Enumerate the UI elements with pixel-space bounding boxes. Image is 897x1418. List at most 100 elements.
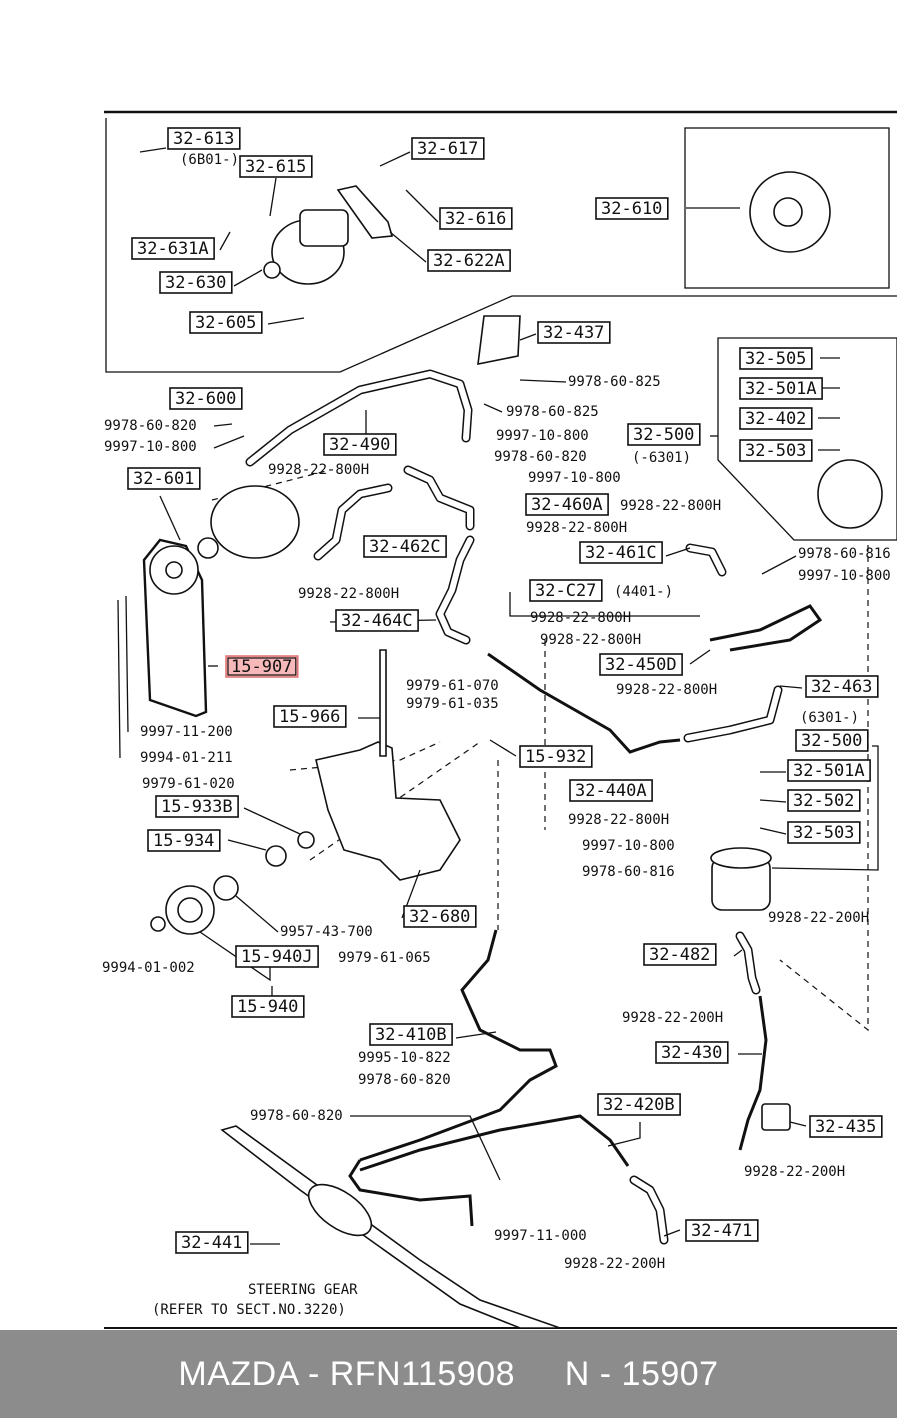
- label-box: [595, 197, 669, 220]
- inset-box-32-610: [684, 127, 890, 289]
- part-label-32-501a: 32-501A: [745, 379, 817, 399]
- label-box: [273, 705, 347, 728]
- part-label-9994-01-211: 9994-01-211: [140, 750, 233, 766]
- part-label-9979-61-020: 9979-61-020: [142, 776, 235, 792]
- part-label-32-402: 32-402: [745, 409, 806, 429]
- part-label-15-966: 15-966: [279, 707, 340, 727]
- part-label-9928-22-800h: 9928-22-800H: [616, 682, 717, 698]
- part-label-32-616: 32-616: [445, 209, 506, 229]
- label-box: [525, 493, 609, 516]
- footer-bar: MAZDA - RFN115908 N - 15907: [0, 1330, 897, 1418]
- highlight-inner-box: [227, 657, 297, 676]
- part-label-9978-60-816: 9978-60-816: [582, 864, 675, 880]
- part-label-9928-22-800h: 9928-22-800H: [530, 610, 631, 626]
- part-label-32-680: 32-680: [409, 907, 470, 927]
- part-label-32-482: 32-482: [649, 945, 710, 965]
- part-label-32-410b: 32-410B: [375, 1025, 447, 1045]
- part-label-32-617: 32-617: [417, 139, 478, 159]
- label-box: [167, 127, 241, 150]
- label-box: [795, 729, 869, 752]
- bearing: [213, 875, 239, 901]
- label-box: [529, 579, 603, 602]
- label-box: [519, 745, 593, 768]
- part-label-32-505: 32-505: [745, 349, 806, 369]
- part-labels: 32-613(6B01-)32-61532-61732-61632-631A32…: [102, 127, 891, 1318]
- bolt-15-966: [379, 649, 387, 757]
- label-box: [643, 943, 717, 966]
- part-label-9997-10-800: 9997-10-800: [104, 439, 197, 455]
- part-label-9979-61-070: 9979-61-070: [406, 678, 499, 694]
- part-label-32-615: 32-615: [245, 157, 306, 177]
- part-label-32-631a: 32-631A: [137, 239, 209, 259]
- part-label-32-502: 32-502: [793, 791, 854, 811]
- pipe-32-420b: [359, 1114, 630, 1172]
- part-label-9997-10-800: 9997-10-800: [798, 568, 891, 584]
- part-label-32-461c: 32-461C: [585, 543, 657, 563]
- reservoir-box: [717, 337, 897, 541]
- part-label-32-503: 32-503: [793, 823, 854, 843]
- part-label-32-501a: 32-501A: [793, 761, 865, 781]
- label-box: [225, 655, 299, 678]
- part-label-9928-22-200h: 9928-22-200H: [622, 1010, 723, 1026]
- part-label-9928-22-800h: 9928-22-800H: [620, 498, 721, 514]
- leader-lines: [117, 147, 879, 1245]
- part-label-9928-22-800h: 9928-22-800H: [540, 632, 641, 648]
- label-box: [537, 321, 611, 344]
- part-label-9978-60-820: 9978-60-820: [494, 449, 587, 465]
- label-box: [439, 207, 513, 230]
- label-box: [787, 821, 861, 844]
- part-label-15-934: 15-934: [153, 831, 214, 851]
- part-label-9928-22-800h: 9928-22-800H: [526, 520, 627, 536]
- part-label-32-c27: 32-C27: [535, 581, 596, 601]
- pipe-loop: [348, 1159, 474, 1227]
- part-number-caption: MAZDA - RFN115908 N - 15907: [178, 1354, 719, 1393]
- dash-a: [779, 545, 869, 1032]
- part-label-32-600: 32-600: [175, 389, 236, 409]
- spacer-15-934: [265, 845, 287, 867]
- label-box: [127, 467, 201, 490]
- part-label-refer-to-sect-no-3220: (REFER TO SECT.NO.3220): [152, 1302, 346, 1318]
- label-box: [739, 347, 813, 370]
- part-label-9978-60-820: 9978-60-820: [358, 1072, 451, 1088]
- label-box: [159, 271, 233, 294]
- pipe-32-410b: [359, 929, 558, 1162]
- pressure-switch: [761, 1103, 791, 1131]
- label-box: [569, 779, 653, 802]
- label-box: [239, 155, 313, 178]
- label-box: [369, 1023, 453, 1046]
- part-label-6301: (6301-): [800, 710, 859, 726]
- label-box: [597, 1093, 681, 1116]
- part-label-32-435: 32-435: [815, 1117, 876, 1137]
- part-label-9978-60-825: 9978-60-825: [568, 374, 661, 390]
- part-label-9928-22-800h: 9928-22-800H: [268, 462, 369, 478]
- part-label-6301: (-6301): [632, 450, 691, 466]
- part-label-6b01: (6B01-): [180, 152, 239, 168]
- part-label-9957-43-700: 9957-43-700: [280, 924, 373, 940]
- label-box: [599, 653, 683, 676]
- label-box: [579, 541, 663, 564]
- label-box: [363, 535, 447, 558]
- label-box: [411, 137, 485, 160]
- label-box: [627, 423, 701, 446]
- label-box: [235, 945, 319, 968]
- label-box: [231, 995, 305, 1018]
- nut: [150, 916, 166, 932]
- part-label-9995-10-822: 9995-10-822: [358, 1050, 451, 1066]
- part-label-9997-11-000: 9997-11-000: [494, 1228, 587, 1244]
- upper-pump-block: [299, 209, 349, 247]
- part-label-32-622a: 32-622A: [433, 251, 505, 271]
- label-box: [147, 829, 221, 852]
- label-box: [787, 759, 871, 782]
- part-label-9997-10-800: 9997-10-800: [528, 470, 621, 486]
- part-label-9928-22-200h: 9928-22-200H: [744, 1164, 845, 1180]
- part-label-32-500: 32-500: [633, 425, 694, 445]
- part-label-9994-01-002: 9994-01-002: [102, 960, 195, 976]
- label-box: [739, 377, 823, 400]
- part-label-32-430: 32-430: [661, 1043, 722, 1063]
- part-label-32-490: 32-490: [329, 435, 390, 455]
- upper-bracket: [336, 185, 394, 239]
- bracket-32-437: [477, 315, 521, 366]
- pipe-32-440a: [487, 652, 681, 754]
- part-label-15-907: 15-907: [231, 657, 292, 677]
- part-label-32-630: 32-630: [165, 273, 226, 293]
